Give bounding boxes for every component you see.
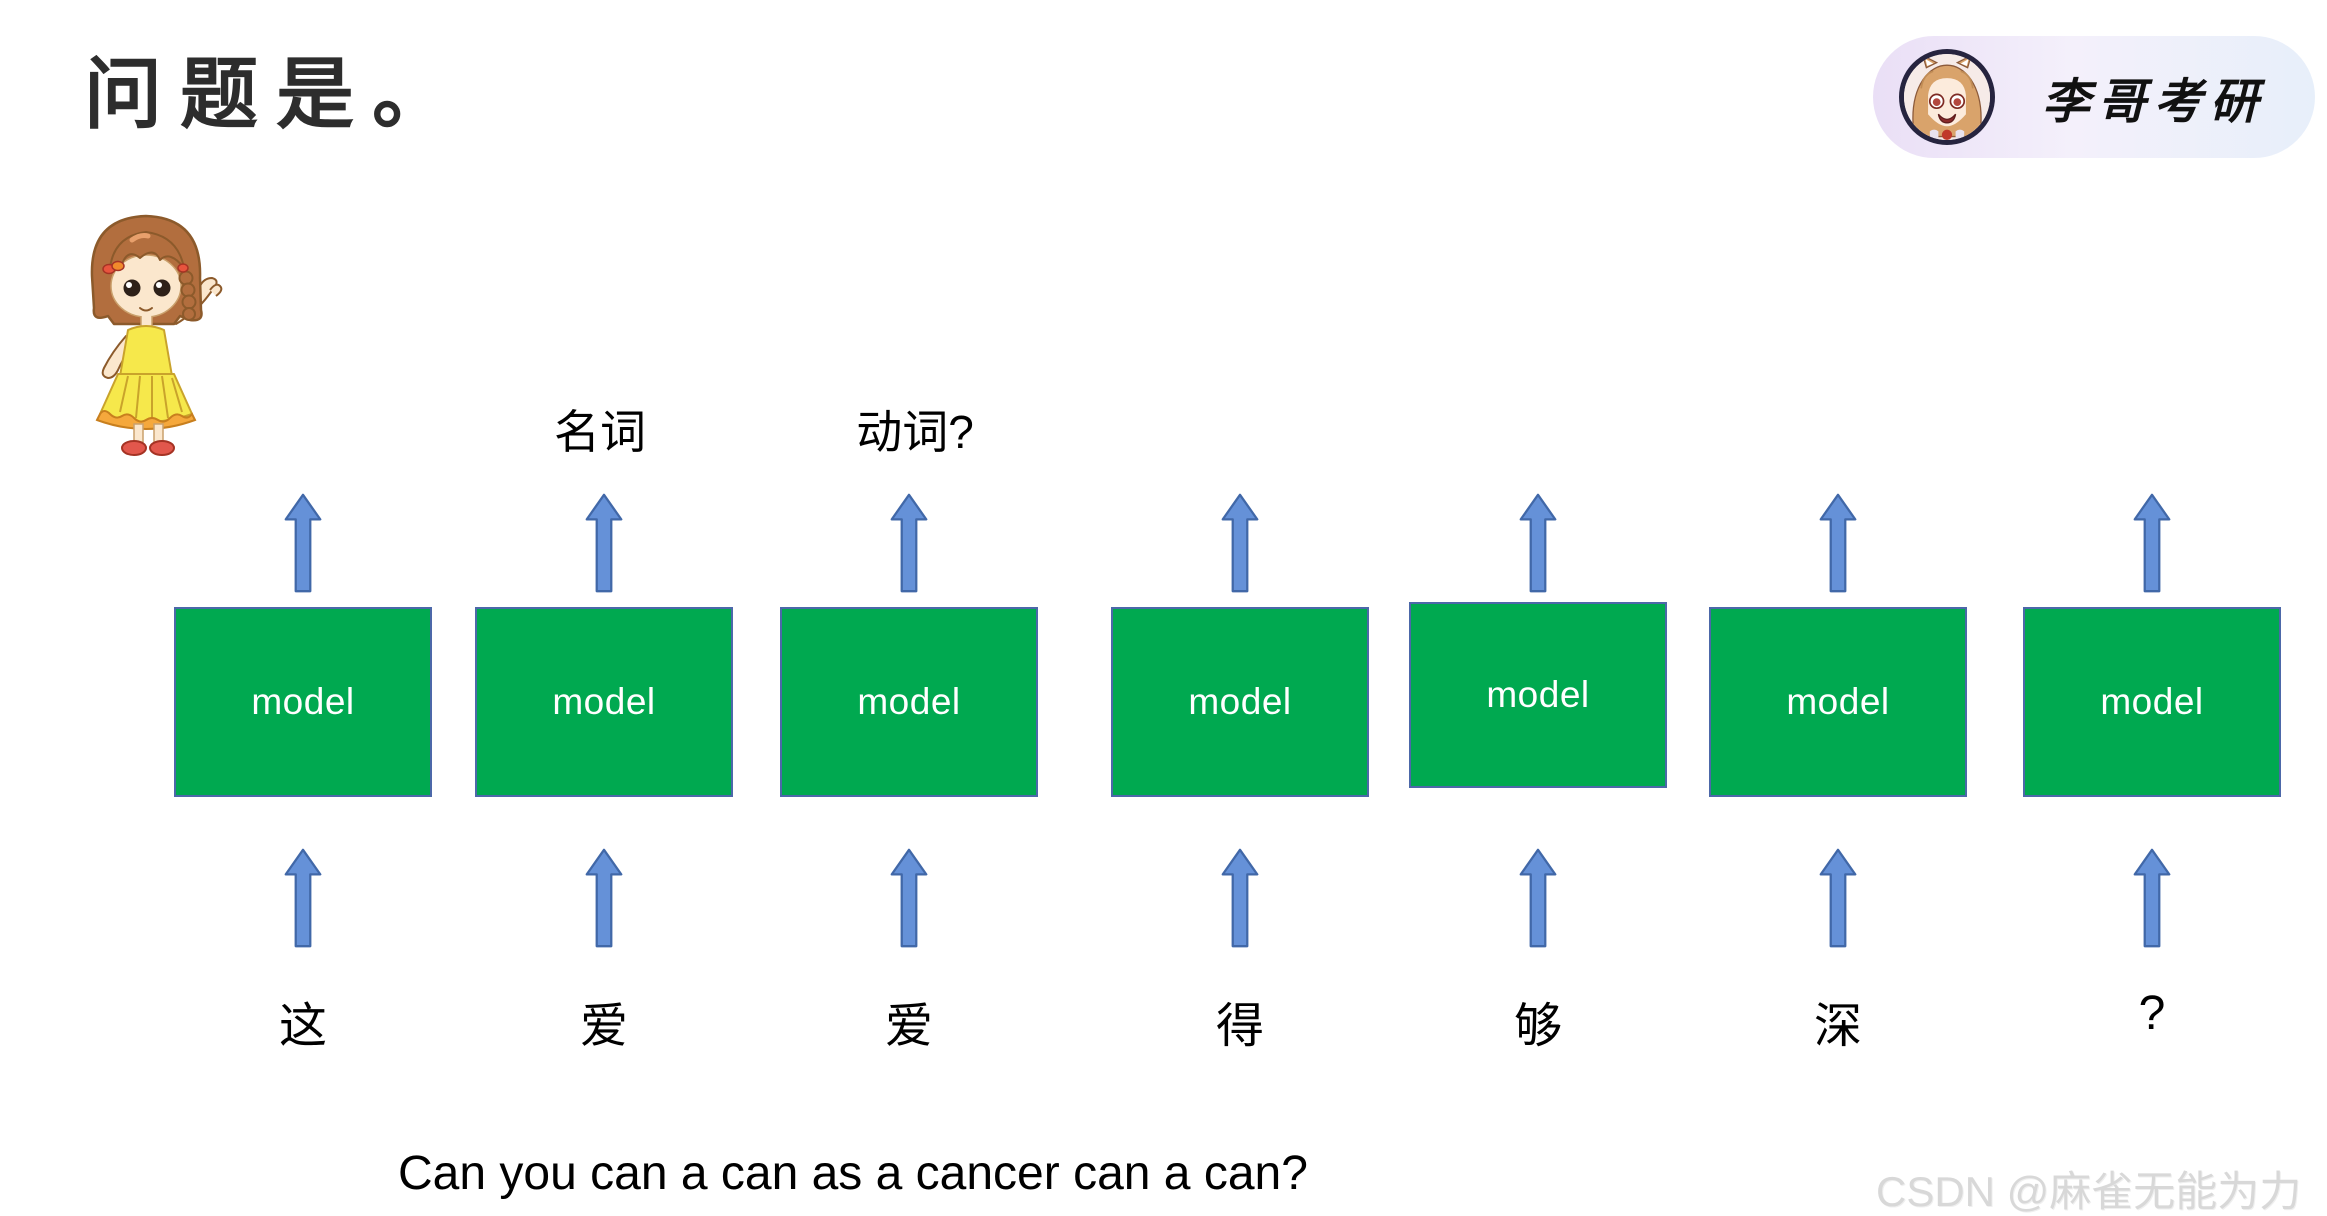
input-token: 深: [1813, 1000, 1862, 1053]
model-box: model: [174, 607, 432, 797]
caption: Can you can a can as a cancer can a can?: [398, 1147, 1308, 1200]
model-box-label: model: [251, 681, 355, 722]
model-box: model: [475, 607, 733, 797]
input-token: 这: [278, 1000, 327, 1053]
up-arrow-icon: [890, 848, 928, 948]
model-box-label: model: [1786, 681, 1890, 722]
input-token: 爱: [579, 1000, 628, 1053]
cartoon-girl-icon: [90, 214, 223, 456]
model-column-6: model 深: [1709, 488, 1967, 1068]
model-box: model: [2023, 607, 2281, 797]
up-arrow-icon: [585, 493, 623, 593]
model-column-3: model 爱: [780, 488, 1038, 1068]
noun-annotation: 名词: [554, 406, 646, 458]
model-box: model: [780, 607, 1038, 797]
up-arrow-icon: [284, 493, 322, 593]
model-column-5: model 够: [1409, 488, 1667, 1068]
model-column-2: model 爱: [475, 488, 733, 1068]
model-box: model: [1409, 602, 1667, 788]
model-box-label: model: [552, 681, 656, 722]
model-column-4: model 得: [1111, 488, 1369, 1068]
up-arrow-icon: [2133, 848, 2171, 948]
input-token: ?: [2138, 987, 2166, 1040]
model-column-1: model 这: [174, 488, 432, 1068]
channel-badge: 李哥考研: [1873, 36, 2315, 158]
up-arrow-icon: [284, 848, 322, 948]
up-arrow-icon: [585, 848, 623, 948]
up-arrow-icon: [2133, 493, 2171, 593]
model-box: model: [1709, 607, 1967, 797]
model-box-label: model: [1188, 681, 1292, 722]
input-token: 够: [1513, 1000, 1562, 1053]
model-box-label: model: [2100, 681, 2204, 722]
verb-annotation: 动词?: [856, 406, 974, 458]
up-arrow-icon: [1819, 493, 1857, 593]
page-title: 问题是。: [84, 51, 469, 138]
badge-label: 李哥考研: [2041, 76, 2266, 129]
anime-girl-avatar-icon: [1904, 54, 1990, 140]
up-arrow-icon: [890, 493, 928, 593]
up-arrow-icon: [1221, 493, 1259, 593]
model-column-7: model ?: [2023, 488, 2281, 1068]
model-box: model: [1111, 607, 1369, 797]
up-arrow-icon: [1519, 848, 1557, 948]
up-arrow-icon: [1819, 848, 1857, 948]
input-token: 爱: [884, 1000, 933, 1053]
up-arrow-icon: [1519, 493, 1557, 593]
model-box-label: model: [1486, 674, 1590, 715]
up-arrow-icon: [1221, 848, 1259, 948]
avatar: [1899, 49, 1995, 145]
cartoon-girl-illustration: [62, 206, 230, 458]
input-token: 得: [1215, 1000, 1264, 1053]
watermark: CSDN @麻雀无能为力: [1876, 1168, 2302, 1215]
model-box-label: model: [857, 681, 961, 722]
